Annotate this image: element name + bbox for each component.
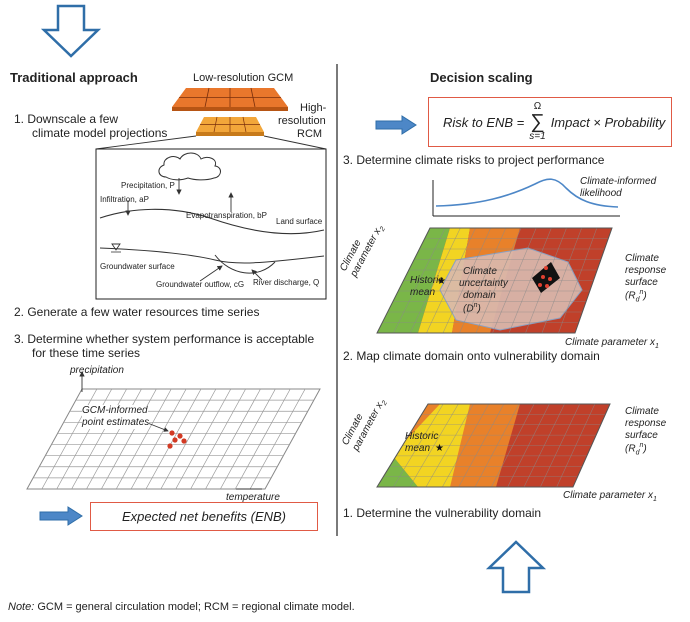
evap-label: Evapotranspiration, bP — [186, 211, 267, 220]
right-arrow-icon-enb — [39, 506, 83, 526]
uncertainty-1: Climate — [463, 266, 497, 277]
uncertainty-sup: n — [473, 302, 478, 309]
grid-line — [249, 388, 306, 490]
svg-text:★: ★ — [437, 276, 446, 287]
right-arrow-icon-risk — [375, 115, 417, 135]
lower-xlabel-text: Climate parameter x — [563, 490, 654, 501]
gw-outflow-label: Groundwater outflow, cG — [156, 280, 245, 289]
uncertainty-3: domain — [463, 290, 496, 301]
rcm-label-1: High- — [300, 102, 327, 114]
grid-xlabel: temperature — [226, 492, 280, 503]
lower-resp-4: (Rdn) — [625, 442, 647, 457]
upper-xlabel-text: Climate parameter x — [565, 337, 656, 348]
lower-resp-close: ) — [643, 443, 647, 455]
up-arrow-icon — [485, 540, 547, 594]
enb-box: Expected net benefits (ENB) — [90, 502, 318, 531]
lower-response-surface: ★ — [376, 403, 611, 488]
upper-resp-close: ) — [643, 290, 647, 302]
lower-resp-2: response — [625, 418, 667, 429]
likelihood-label-1: Climate-informed — [580, 176, 657, 187]
infiltration-label: Infiltration, aP — [100, 195, 149, 204]
formula-summation: Ω ∑ s=1 — [529, 102, 545, 142]
upper-resp-r: (R — [625, 290, 636, 302]
likelihood-label-2: likelihood — [580, 188, 622, 199]
step3-traditional-line1: 3. Determine whether system performance … — [14, 332, 315, 346]
lower-resp-3: surface — [625, 430, 658, 441]
formula-rhs: Impact × Probability — [550, 114, 666, 130]
uncertainty-4: (Dn) — [463, 302, 481, 315]
step3-traditional-line2: for these time series — [32, 346, 141, 360]
lower-xlabel-sub: 1 — [653, 496, 657, 503]
grid-ylabel: precipitation — [70, 365, 124, 376]
river-label: River discharge, Q — [253, 278, 320, 287]
step1-decision: 1. Determine the vulnerability domain — [343, 506, 542, 520]
gcm-label: Low-resolution GCM — [193, 72, 294, 84]
grid-line — [205, 388, 261, 490]
gw-surface-label: Groundwater surface — [100, 262, 175, 271]
rcm-label-2: resolution — [278, 115, 326, 127]
uncertainty-d: (D — [463, 303, 474, 315]
upper-xlabel-sub: 1 — [655, 343, 659, 350]
note-label: Note: — [8, 601, 35, 613]
lower-xlabel: Climate parameter x1 — [563, 490, 657, 504]
step1-traditional-line1: 1. Downscale a few — [14, 112, 119, 126]
rcm-block — [196, 116, 264, 136]
upper-resp-4: (Rdn) — [625, 289, 647, 304]
lower-resp-sub: d — [635, 449, 640, 457]
upper-response-surface: ★ — [376, 227, 613, 334]
decision-scaling-heading: Decision scaling — [430, 70, 533, 85]
grid-line — [160, 388, 217, 490]
grid-line — [234, 388, 291, 490]
point-estimates — [167, 430, 187, 449]
precip-label: Precipitation, P — [121, 181, 175, 190]
upper-resp-2: response — [625, 265, 667, 276]
gcm-block — [172, 87, 288, 111]
note-text: GCM = general circulation model; RCM = r… — [34, 601, 355, 613]
step2-decision: 2. Map climate domain onto vulnerability… — [343, 349, 600, 363]
grid-line — [115, 388, 172, 490]
formula-top: Ω — [533, 101, 542, 112]
likelihood-chart — [432, 178, 620, 217]
land-surface-label: Land surface — [276, 217, 323, 226]
grid-annotation-1: GCM-informed — [82, 405, 148, 417]
footnote: Note: GCM = general circulation model; R… — [8, 601, 355, 614]
grid-line — [130, 388, 187, 490]
down-arrow-icon — [40, 4, 102, 58]
lower-historic-2: mean — [405, 443, 431, 454]
upper-historic-2: mean — [410, 287, 436, 298]
upper-historic-1: Historic — [410, 275, 444, 286]
risk-formula-box: Risk to ENB = Ω ∑ s=1 Impact × Probabili… — [428, 97, 672, 147]
upper-xlabel: Climate parameter x1 — [565, 337, 659, 351]
grid-line — [220, 388, 276, 490]
lower-historic-1: Historic — [405, 431, 439, 442]
upper-resp-sub: d — [635, 296, 640, 304]
step2-traditional: 2. Generate a few water resources time s… — [14, 305, 260, 319]
grid-annotation-2: point estimates — [82, 417, 150, 429]
lower-resp-r: (R — [625, 443, 636, 455]
grid-line — [175, 388, 232, 490]
lower-resp-sup: n — [639, 442, 644, 449]
traditional-heading: Traditional approach — [10, 70, 138, 85]
lower-resp-1: Climate — [625, 406, 659, 417]
step3-decision: 3. Determine climate risks to project pe… — [343, 153, 605, 167]
uncertainty-close: ) — [477, 303, 481, 315]
cloud-icon — [158, 152, 221, 181]
formula-lhs: Risk to ENB = — [443, 114, 525, 130]
grid-line — [190, 388, 246, 490]
upper-resp-sup: n — [639, 289, 644, 296]
step1-traditional-line2: climate model projections — [32, 126, 168, 140]
uncertainty-2: uncertainty — [459, 278, 508, 289]
upper-resp-1: Climate — [625, 253, 659, 264]
formula-bottom: s=1 — [529, 131, 546, 142]
upper-resp-3: surface — [625, 277, 658, 288]
formula-sum-symbol: ∑ — [530, 111, 545, 133]
water-table-icon — [111, 243, 121, 251]
rcm-label-3: RCM — [297, 128, 323, 140]
svg-text:★: ★ — [435, 443, 444, 454]
